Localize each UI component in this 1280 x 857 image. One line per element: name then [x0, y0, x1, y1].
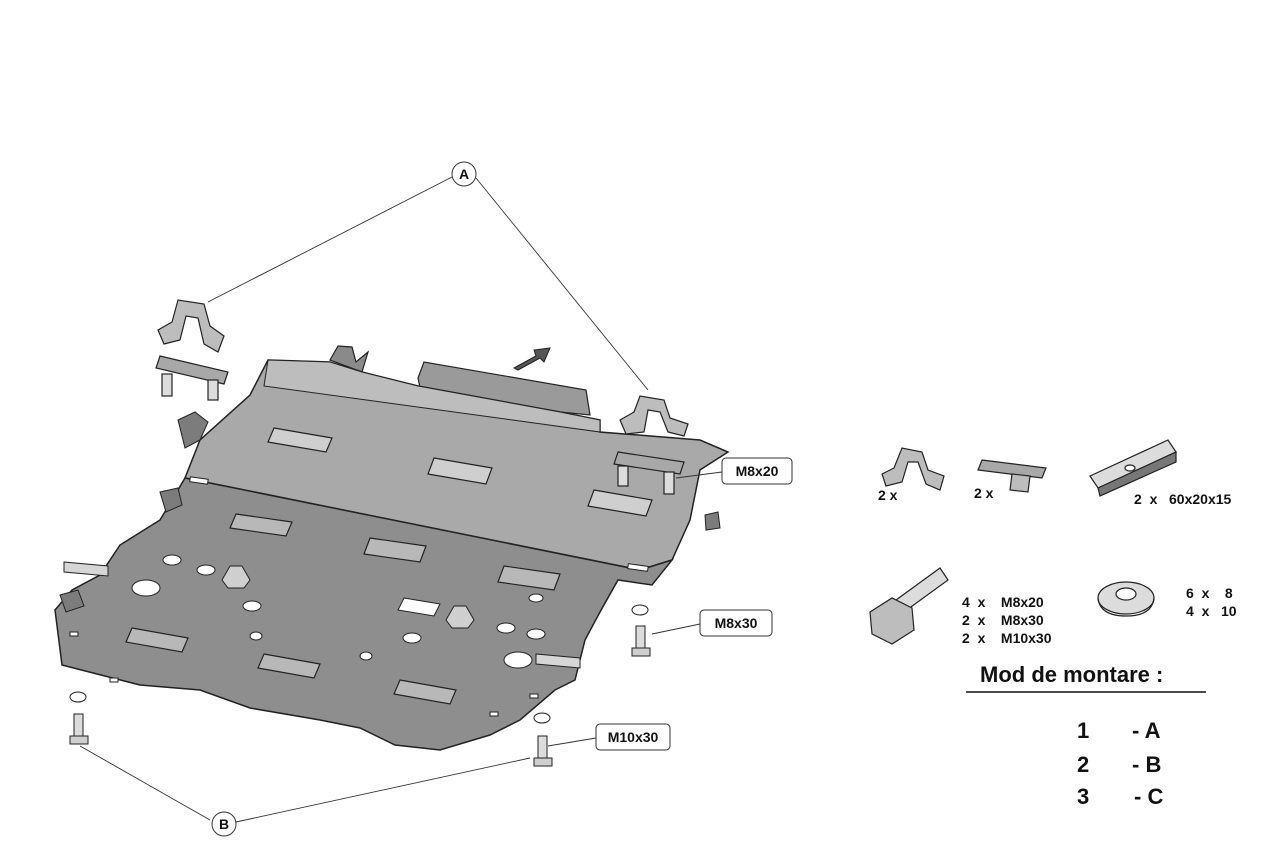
bolt-bottom-left: [69, 691, 89, 745]
bolt-qty-1: 4 x M8x20: [962, 594, 1044, 610]
skid-plate: [54, 345, 730, 751]
legend-row-num: 1: [1077, 718, 1089, 743]
parts-list: 2 x 2 x 2 x 60x20x15 4 x M8x20 2 x M8x30…: [869, 439, 1237, 646]
svg-text:B: B: [219, 816, 229, 832]
legend-row-num: 3: [1077, 784, 1089, 809]
bracket-part-icon: [881, 447, 945, 491]
front-arrow-icon: [512, 347, 551, 371]
svg-text:M8x20: M8x20: [736, 463, 779, 479]
label-m10x30: M10x30: [595, 723, 671, 751]
plate-qty: 2 x: [974, 485, 994, 501]
mounting-legend: Mod de montare : 1 - A 2 - B 3 - C: [966, 662, 1206, 809]
spacer-part-icon: [1089, 439, 1177, 497]
label-m8x30: M8x30: [699, 609, 773, 637]
legend-title: Mod de montare :: [980, 662, 1163, 687]
spacer-qty: 2 x 60x20x15: [1134, 491, 1232, 507]
bolt-qty-3: 2 x M10x30: [962, 630, 1052, 646]
legend-row-num: 2: [1077, 752, 1089, 777]
label-m8x20: M8x20: [721, 457, 793, 485]
callout-a: A: [451, 161, 477, 187]
washer-qty-1: 6 x 8: [1186, 585, 1233, 601]
plate-part-icon: [977, 459, 1047, 493]
callout-b: B: [211, 811, 237, 837]
bolt-part-icon: [869, 567, 949, 645]
bolt-right-washer: [631, 604, 651, 657]
leader-lines: [79, 175, 723, 823]
bracket-qty: 2 x: [878, 487, 898, 503]
bracket-left: [155, 299, 229, 401]
bracket-right: [613, 395, 689, 495]
bolt-bottom-right: [533, 712, 553, 767]
svg-text:M8x30: M8x30: [715, 615, 758, 631]
svg-text:M10x30: M10x30: [608, 729, 659, 745]
washer-qty-2: 4 x 10: [1186, 603, 1237, 619]
bolt-qty-2: 2 x M8x30: [962, 612, 1044, 628]
svg-text:A: A: [459, 166, 469, 182]
legend-row-code: - C: [1134, 784, 1163, 809]
legend-row-code: - A: [1132, 718, 1161, 743]
legend-row-code: - B: [1132, 752, 1161, 777]
washer-part-icon: [1097, 581, 1155, 617]
